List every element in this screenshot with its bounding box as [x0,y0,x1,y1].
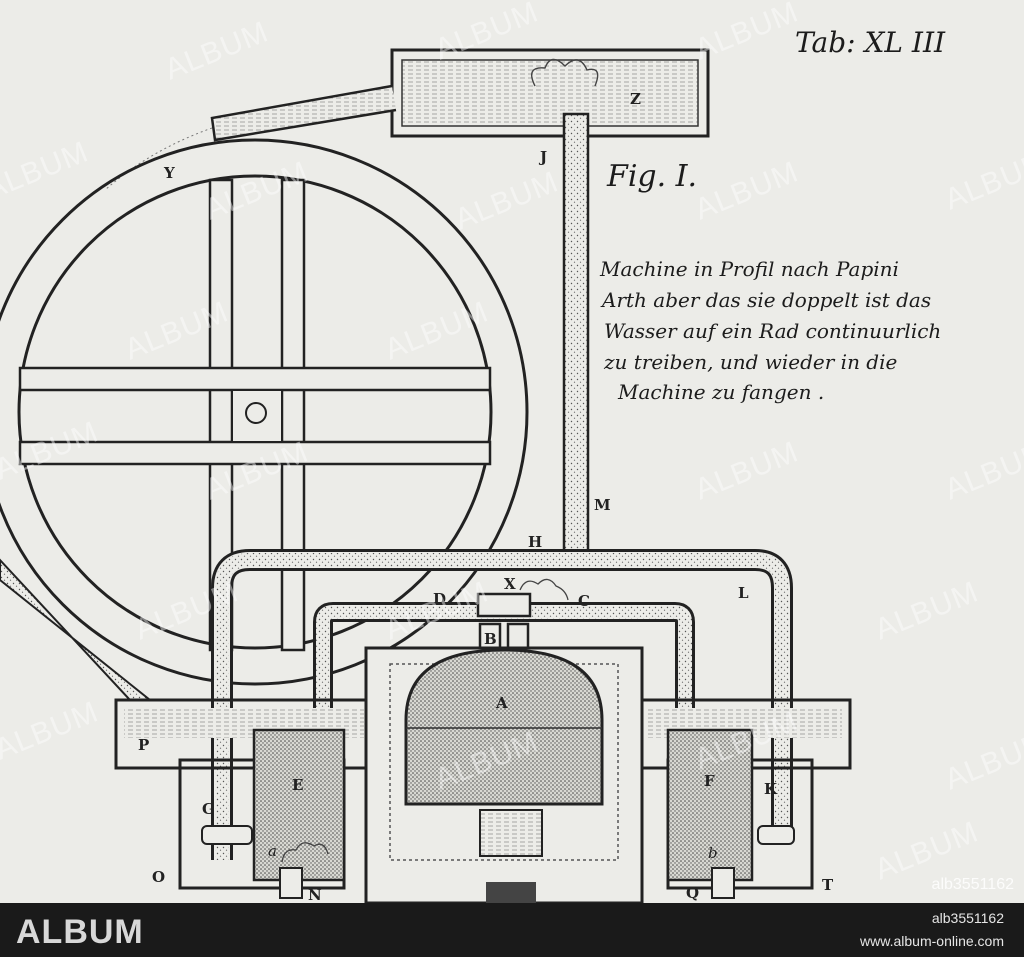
engraving-plate: Tab: XL III Fig. I. Machine in Profil na… [0,0,1024,903]
plate-title: Tab: XL III [795,26,946,59]
valve-xb [476,578,569,654]
label-h: H [528,533,542,551]
caption: Machine in Profil nach Papini Arth aber … [599,257,941,404]
label-z: Z [630,90,641,108]
label-j: J [538,148,547,166]
caption-line-4: zu treiben, und wieder in die [603,350,897,374]
label-x: X [504,575,516,593]
label-a-lower: a [268,842,277,860]
label-n: N [308,886,322,903]
caption-line-5: Machine zu fangen . [617,380,824,404]
footer-logo[interactable]: ALBUM [16,913,144,951]
label-g: G [202,800,215,818]
label-p: P [138,736,149,754]
caption-line-2: Arth aber das sie doppelt ist das [600,288,931,312]
label-a-upper: A [495,694,508,712]
label-b: B [484,630,497,648]
caption-line-1: Machine in Profil nach Papini [599,257,899,281]
furnace [364,646,644,903]
label-k: K [764,780,778,798]
water-wheel-y [0,138,529,686]
corner-image-id: alb3551162 [931,876,1014,893]
letter-labels: Z J Y M H X D C L B A E F P G K a b O N [138,90,834,903]
footer-bar: ALBUM alb3551162 www.album-online.com [0,903,1024,957]
label-b-lower: b [708,844,718,862]
label-l: L [738,584,749,602]
label-f: F [704,772,715,790]
spout [104,84,397,191]
tank-z [390,48,710,138]
label-y: Y [163,164,175,182]
pipe-hl [211,549,793,860]
machine-diagram: Tab: XL III Fig. I. Machine in Profil na… [0,0,1024,903]
figure-label: Fig. I. [606,159,697,194]
label-o: O [152,868,165,886]
footer-image-id: alb3551162 [931,910,1004,926]
vessel-e [178,728,346,899]
vessel-f [666,728,814,899]
pipe-jm [562,112,590,562]
caption-line-3: Wasser auf ein Rad continuurlich [604,319,941,343]
label-e: E [292,776,303,794]
label-d: D [433,590,446,608]
footer-url-link[interactable]: www.album-online.com [860,933,1004,949]
label-t: T [822,876,834,894]
label-m: M [594,496,611,514]
label-c: C [578,592,590,610]
label-q: Q [686,884,699,902]
